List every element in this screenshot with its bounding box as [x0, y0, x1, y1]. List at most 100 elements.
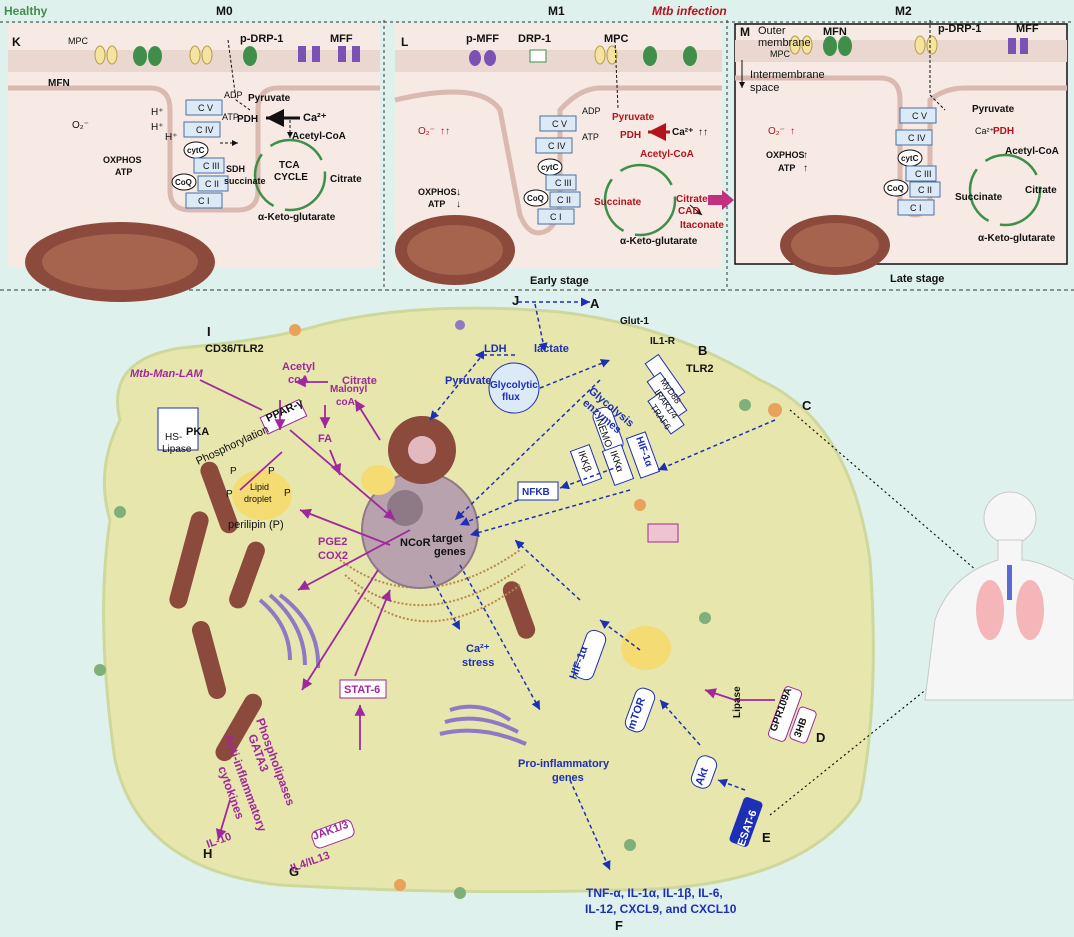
early-stage-label: Early stage [530, 275, 589, 287]
panel-m-letter: M [740, 25, 750, 39]
3hb-box [789, 706, 817, 744]
jak-box [311, 819, 355, 849]
l-mpc: MPC [604, 33, 629, 45]
perilipin-label: perilipin (P) [228, 519, 284, 531]
letter-h: H [203, 846, 212, 861]
l-ca-up: ↑↑ [698, 127, 708, 138]
cytokines-line1: TNF-α, IL-1α, IL-1β, IL-6, [586, 886, 723, 900]
ca-stress-1: Ca²⁺ [466, 643, 490, 655]
k-mpc: MPC [68, 36, 89, 46]
letter-f: F [615, 918, 623, 933]
k-oxphos: OXPHOS [103, 155, 142, 165]
target-label: target [432, 533, 463, 545]
k-pyruvate: Pyruvate [248, 93, 291, 104]
l-ci: C I [550, 212, 562, 222]
membrane-receptor [647, 523, 679, 543]
malonyl-coa-label: coA [336, 397, 355, 408]
connector-lines [769, 409, 1041, 816]
purple-pathway-arrows [199, 376, 775, 841]
cytokines-line2: IL-12, CXCL9, and CXCL10 [585, 902, 737, 916]
k-cycle: CYCLE [274, 172, 308, 183]
lipase-label: Lipase [162, 444, 192, 455]
ikkb-box [569, 444, 603, 486]
k-hplus-3: H⁺ [165, 132, 178, 143]
p-label-1: P [230, 466, 237, 477]
m-ciii: C III [915, 169, 932, 179]
m-mff: MFF [1016, 23, 1039, 35]
k-atp: ATP [115, 167, 132, 177]
letter-d: D [816, 730, 825, 745]
m1-to-m2-arrow [708, 190, 734, 210]
k-mff: MFF [330, 33, 353, 45]
k-akg: α-Keto-glutarate [258, 212, 336, 223]
letter-g: G [289, 864, 299, 879]
hs-lipase-box [157, 407, 199, 451]
endoplasmic-reticulum [339, 549, 526, 623]
m-oxphos: OXPHOS [766, 150, 805, 160]
m-space: space [750, 82, 779, 94]
l-coq: CoQ [527, 194, 544, 203]
hif1a-top-box [625, 431, 661, 479]
k-coq: CoQ [175, 178, 192, 187]
p-label-4: P [284, 488, 291, 499]
l-pyruvate: Pyruvate [612, 112, 655, 123]
l-adp: ADP [582, 106, 601, 116]
k-citrate: Citrate [330, 174, 362, 185]
m-ca: Ca²⁺ [975, 126, 995, 136]
nfkb-box [517, 481, 559, 501]
proinf-1: Pro-inflammatory [518, 758, 610, 770]
droplet-label: droplet [244, 494, 272, 504]
letter-c: C [802, 398, 812, 413]
k-hplus-2: H⁺ [151, 122, 164, 133]
cox2-label: COX2 [318, 550, 348, 562]
genes-label: genes [434, 546, 466, 558]
l-atp: ATP [428, 199, 445, 209]
m-coq: CoQ [887, 184, 904, 193]
il1r-label: IL1-R [650, 336, 676, 347]
m-o2: O₂⁻ [768, 126, 785, 137]
pka-label: PKA [186, 426, 209, 438]
letter-j: J [512, 293, 519, 308]
mtor-box [624, 687, 656, 733]
k-hplus-1: H⁺ [151, 107, 164, 118]
k-sdh: SDH [226, 164, 245, 174]
ncor-label: NCoR [400, 537, 431, 549]
glut1-label: Glut-1 [620, 316, 649, 327]
m-akg: α-Keto-glutarate [978, 233, 1056, 244]
l-akg: α-Keto-glutarate [620, 236, 698, 247]
hs-label: HS- [165, 432, 182, 443]
akt-label: Akt [694, 766, 711, 787]
m-cv: C V [912, 111, 927, 121]
m-atp: ATP [778, 163, 795, 173]
acetyl-label: Acetyl [282, 361, 315, 373]
m-mpc: MPC [770, 49, 791, 59]
k-pdh: PDH [237, 114, 258, 125]
glyco-flux-1: Glycolytic [490, 380, 538, 391]
k-atp-small: ATP [222, 112, 239, 122]
letter-i: I [207, 324, 211, 339]
k-adp: ADP [224, 90, 243, 100]
k-ci: C I [198, 196, 210, 206]
l-cii: C II [557, 195, 571, 205]
m-cii: C II [918, 185, 932, 195]
citrate-label: Citrate [342, 375, 377, 387]
proinf-2: genes [552, 772, 584, 784]
letter-a: A [590, 296, 600, 311]
k-tca: TCA [279, 160, 300, 171]
m-oxphos-up: ↑ [803, 150, 808, 161]
l-civ: C IV [548, 141, 566, 151]
l-o2: O₂⁻ [418, 126, 435, 137]
lipase2-label: Lipase [732, 686, 743, 718]
m-succinate: Succinate [955, 192, 1003, 203]
k-cv: C V [198, 103, 213, 113]
k-cii: C II [205, 179, 219, 189]
m-outer: Outer [758, 25, 786, 37]
k-cytc: cytC [187, 146, 205, 155]
ldh-label: LDH [484, 343, 507, 355]
blue-pathway-arrows [429, 297, 776, 871]
pge2-label: PGE2 [318, 536, 347, 548]
k-mfn: MFN [48, 78, 70, 89]
k-civ: C IV [196, 125, 214, 135]
